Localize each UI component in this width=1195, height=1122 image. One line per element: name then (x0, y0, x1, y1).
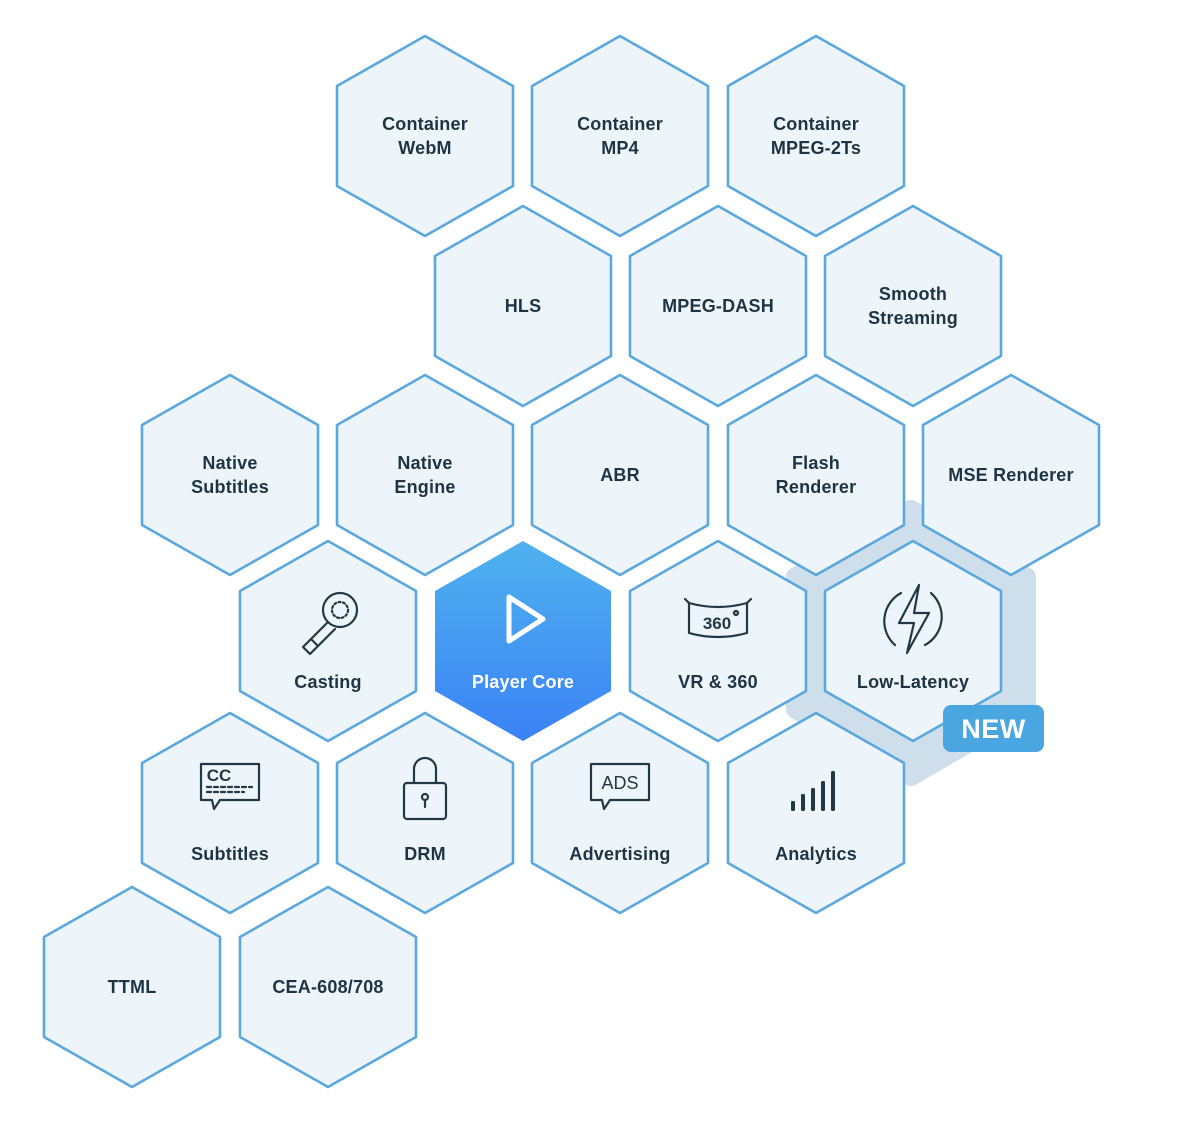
hex-native-engine-label: Engine (394, 477, 455, 497)
hex-cea-608-708-shape (238, 885, 418, 1089)
hex-vr-360[interactable]: 360 VR & 360 (628, 539, 808, 743)
hex-container-mpeg2ts-shape (726, 34, 906, 238)
hex-casting[interactable]: Casting (238, 539, 418, 743)
hex-analytics-shape (726, 711, 906, 915)
hex-casting-shape (238, 539, 418, 743)
hex-native-subtitles-shape (140, 373, 320, 577)
hex-native-subtitles-label: Subtitles (191, 477, 269, 497)
new-badge: NEW (943, 705, 1044, 752)
bar-chart-icon-bar (821, 781, 825, 811)
hex-analytics[interactable]: Analytics (726, 711, 906, 915)
hex-mpeg-dash[interactable]: MPEG-DASH (628, 204, 808, 408)
hex-container-webm-label: Container (382, 114, 468, 134)
hex-casting-label: Casting (294, 672, 361, 692)
hex-container-webm-shape (335, 34, 515, 238)
hex-container-mpeg2ts-label: MPEG-2Ts (771, 138, 861, 158)
lightning-icon (883, 583, 943, 655)
hex-mpeg-dash-label: MPEG-DASH (662, 296, 774, 316)
vr-360-icon-text: 360 (703, 614, 731, 633)
hex-drm-label: DRM (404, 844, 446, 864)
hex-flash-renderer-label: Renderer (776, 477, 857, 497)
hex-container-mpeg2ts-label: Container (773, 114, 859, 134)
hex-abr-shape (530, 373, 710, 577)
new-badge-label: NEW (961, 714, 1026, 744)
hex-native-engine-shape (335, 373, 515, 577)
hex-container-mp4-label: MP4 (601, 138, 639, 158)
cc-icon: CC (199, 762, 261, 811)
hex-mpeg-dash-shape (628, 204, 808, 408)
hex-mse-renderer[interactable]: MSE Renderer (921, 373, 1101, 577)
hex-ttml-shape (42, 885, 222, 1089)
bar-chart-icon-bar (811, 788, 815, 811)
hex-player-core-label: Player Core (472, 672, 574, 692)
hex-analytics-label: Analytics (775, 844, 857, 864)
hex-container-webm-label: WebM (398, 138, 451, 158)
hex-hls-shape (433, 204, 613, 408)
hex-subtitles-shape (140, 711, 320, 915)
ads-icon-text: ADS (601, 773, 638, 793)
hex-low-latency-label: Low-Latency (857, 672, 969, 692)
ads-icon: ADS (589, 762, 651, 811)
hex-vr-360-shape (628, 539, 808, 743)
hex-abr-label: ABR (600, 465, 640, 485)
hex-ttml[interactable]: TTML (42, 885, 222, 1089)
hex-drm-shape (335, 711, 515, 915)
bar-chart-icon-bar (801, 794, 805, 811)
hex-hls-label: HLS (505, 296, 542, 316)
play-icon (506, 594, 546, 644)
cast-key-icon (301, 591, 359, 656)
hex-abr[interactable]: ABR (530, 373, 710, 577)
hex-subtitles-label: Subtitles (191, 844, 269, 864)
hex-flash-renderer-label: Flash (792, 453, 840, 473)
hex-subtitles[interactable]: CC Subtitles (140, 711, 320, 915)
hex-advertising-shape (530, 711, 710, 915)
hex-ttml-label: TTML (108, 977, 157, 997)
bar-chart-icon-bar (831, 771, 835, 811)
hex-container-mp4-label: Container (577, 114, 663, 134)
hex-container-mp4-shape (530, 34, 710, 238)
cc-icon-text: CC (207, 766, 232, 785)
hex-drm[interactable]: DRM (335, 711, 515, 915)
hex-flash-renderer-shape (726, 373, 906, 577)
hex-low-latency[interactable]: Low-Latency (823, 539, 1003, 743)
hex-mse-renderer-label: MSE Renderer (948, 465, 1073, 485)
bar-chart-icon-bar (791, 801, 795, 811)
hex-native-subtitles-label: Native (202, 453, 257, 473)
bar-chart-icon (791, 771, 835, 811)
hex-vr-360-label: VR & 360 (678, 672, 758, 692)
hex-smooth-streaming-shape (823, 204, 1003, 408)
hex-hls[interactable]: HLS (433, 204, 613, 408)
hex-advertising[interactable]: ADS Advertising (530, 711, 710, 915)
hex-cea-608-708[interactable]: CEA-608/708 (238, 885, 418, 1089)
lock-icon (402, 756, 448, 821)
hex-native-engine-label: Native (397, 453, 452, 473)
vr-360-icon: 360 (683, 597, 753, 639)
hex-player-core-shape (435, 541, 611, 741)
hex-player-core[interactable]: Player Core (435, 541, 611, 741)
hex-smooth-streaming-label: Streaming (868, 308, 958, 328)
hex-cea-608-708-label: CEA-608/708 (272, 977, 383, 997)
hex-advertising-label: Advertising (569, 844, 670, 864)
hex-smooth-streaming-label: Smooth (879, 284, 947, 304)
hex-mse-renderer-shape (921, 373, 1101, 577)
